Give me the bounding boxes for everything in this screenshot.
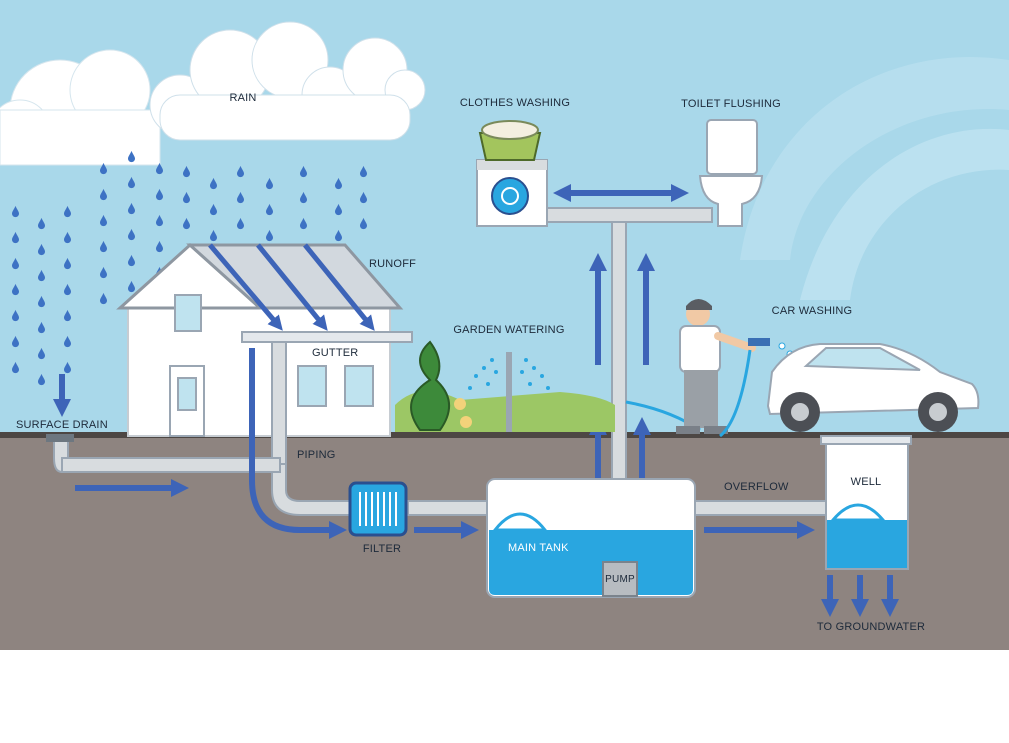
plant-icon <box>395 340 615 432</box>
overflow-label: OVERFLOW <box>724 481 789 493</box>
car-washing-label: CAR WASHING <box>771 305 853 317</box>
sky-swirl-inner <box>800 128 1009 300</box>
car-icon <box>766 343 980 432</box>
clothes-washing-label: CLOTHES WASHING <box>459 97 571 109</box>
tank-icon <box>486 478 696 598</box>
runoff-label: RUNOFF <box>369 258 417 270</box>
sprinkler-icon <box>468 352 550 432</box>
surface-drain-label: SURFACE DRAIN <box>16 419 108 431</box>
rain-label: RAIN <box>229 92 257 104</box>
cloud-icon <box>0 49 161 166</box>
car-hose <box>719 349 752 438</box>
toilet-icon <box>698 119 764 227</box>
washing-machine-icon <box>476 159 548 227</box>
gutter-label: GUTTER <box>312 347 359 359</box>
runoff-arrows <box>208 243 375 331</box>
garden-watering-label: GARDEN WATERING <box>453 324 565 336</box>
surface-drain-grate <box>46 434 74 442</box>
piping-label: PIPING <box>297 449 336 461</box>
house-icon <box>116 242 404 437</box>
well-label: WELL <box>850 476 882 488</box>
well-icon <box>820 435 912 570</box>
sky-swirl <box>740 56 1009 260</box>
gutter <box>241 331 413 343</box>
toilet-flushing-label: TOILET FLUSHING <box>681 98 781 110</box>
pump-label: PUMP <box>605 574 635 585</box>
filter-icon <box>348 481 408 537</box>
grass-line <box>0 432 1009 438</box>
cloud-icon <box>149 21 426 141</box>
piping <box>53 207 829 563</box>
person-icon <box>676 299 770 434</box>
filter-label: FILTER <box>362 543 402 555</box>
flow-arrows <box>53 253 899 617</box>
to-groundwater-label: TO GROUNDWATER <box>816 621 926 633</box>
laundry-basket-icon <box>478 120 542 161</box>
main-tank-label: MAIN TANK <box>508 542 569 554</box>
